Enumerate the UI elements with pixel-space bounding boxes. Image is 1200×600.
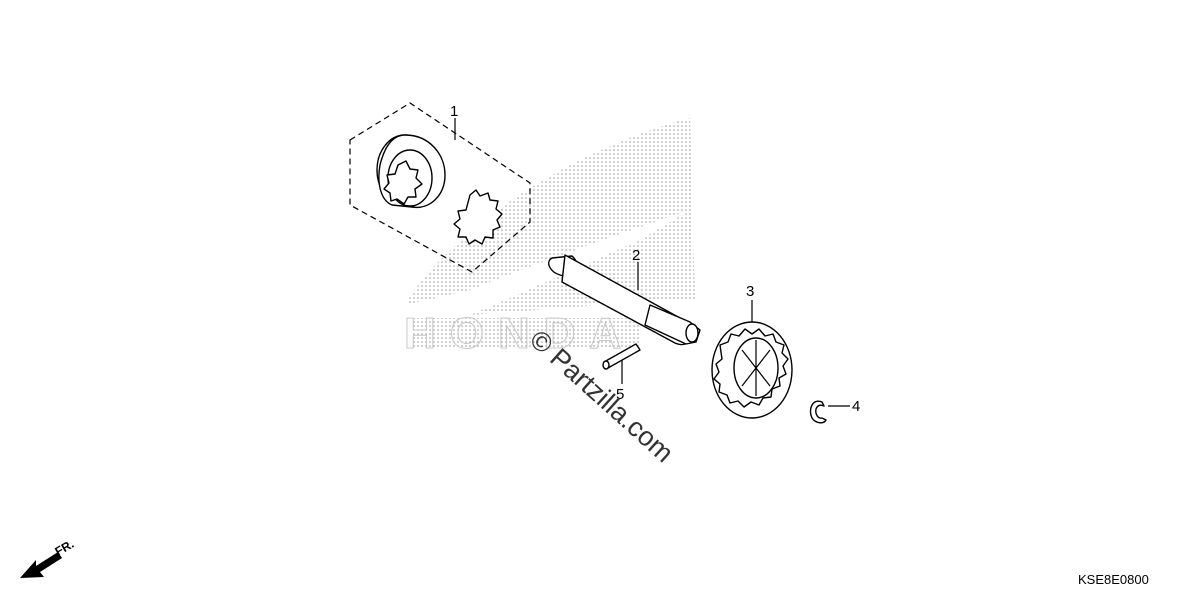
callout-3[interactable]: 3 (746, 283, 754, 300)
direction-arrow-icon (20, 552, 62, 578)
callout-5[interactable]: 5 (616, 386, 624, 403)
logo-wordmark: HONDA (404, 309, 635, 358)
part-5-pin[interactable] (602, 343, 641, 370)
diagram-code: KSE8E0800 (1078, 572, 1149, 587)
front-direction-indicator: FR. (20, 537, 76, 578)
honda-logo-watermark: HONDA (404, 118, 695, 359)
part-1-rotor-set[interactable] (349, 102, 531, 273)
part-2-shaft[interactable] (548, 254, 701, 346)
part-4-snap-ring[interactable] (809, 400, 827, 424)
callout-4[interactable]: 4 (852, 398, 860, 415)
callout-1[interactable]: 1 (450, 103, 458, 120)
callout-2[interactable]: 2 (632, 247, 640, 264)
part-3-gear[interactable] (711, 321, 793, 419)
